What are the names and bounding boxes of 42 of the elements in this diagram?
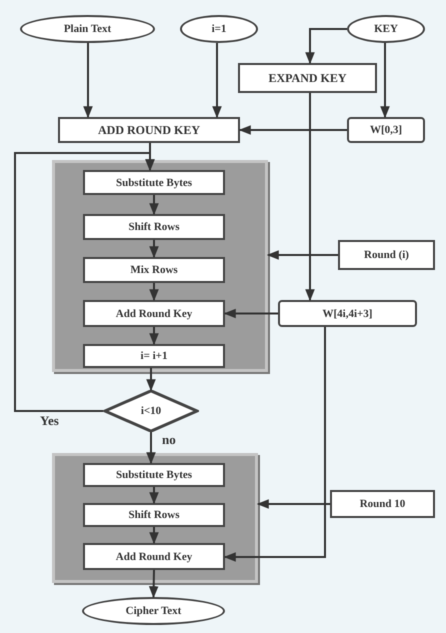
arrow (305, 28, 347, 64)
round-panel (52, 160, 268, 372)
arrow (149, 195, 159, 216)
arrow (146, 368, 156, 392)
arrow (83, 43, 93, 118)
arrow (380, 43, 390, 118)
arrow (266, 250, 338, 260)
arrow (224, 327, 326, 562)
process-box: Substitute Bytes (83, 170, 225, 195)
process-box: Mix Rows (83, 257, 225, 283)
terminal-ellipse: i=1 (180, 15, 258, 43)
arrow (148, 570, 158, 598)
arrow (305, 93, 315, 302)
process-box: Round 10 (330, 490, 435, 518)
arrow (149, 527, 159, 544)
process-box: W[4i,4i+3] (278, 300, 417, 327)
arrow (149, 327, 159, 346)
process-box: Add Round Key (83, 300, 225, 327)
arrow (238, 125, 347, 135)
process-box: Add Round Key (83, 543, 225, 570)
terminal-ellipse: Cipher Text (82, 597, 225, 625)
round-panel (52, 453, 258, 583)
process-box: Round (i) (338, 240, 435, 270)
decision-diamond: i<10 (103, 390, 199, 432)
terminal-ellipse: Plain Text (20, 15, 155, 43)
arrow (212, 43, 222, 118)
process-box: EXPAND KEY (238, 63, 377, 93)
process-box: ADD ROUND KEY (58, 117, 240, 143)
process-box: Substitute Bytes (83, 463, 225, 487)
process-box: Shift Rows (83, 214, 225, 240)
arrow (224, 308, 278, 318)
process-box: Shift Rows (83, 503, 225, 527)
arrow (149, 240, 159, 258)
arrow (146, 432, 156, 464)
arrow (256, 499, 330, 509)
arrow (149, 283, 159, 302)
arrow (14, 152, 155, 412)
edge-label: Yes (38, 414, 61, 427)
terminal-ellipse: KEY (347, 15, 425, 43)
arrow (149, 487, 159, 504)
process-box: W[0,3] (347, 117, 425, 143)
process-box: i= i+1 (83, 344, 225, 368)
